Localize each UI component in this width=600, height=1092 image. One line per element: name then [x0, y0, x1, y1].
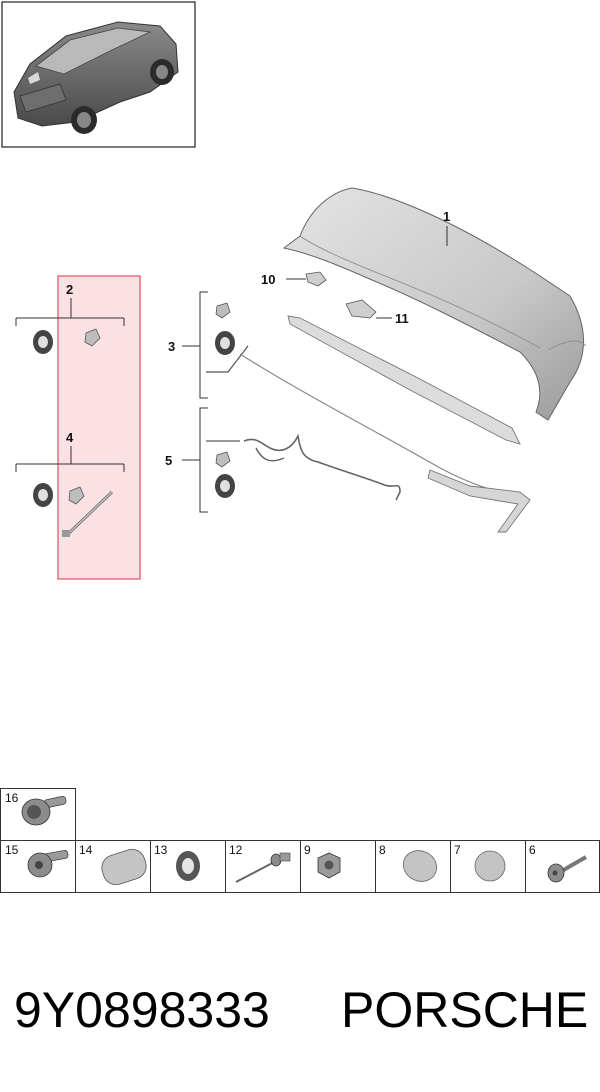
round-plug-icon [474, 850, 506, 882]
callout-2: 2 [66, 282, 73, 297]
grommet-icon [176, 851, 200, 881]
grommet-icon [33, 483, 53, 507]
hose-icon [62, 490, 114, 537]
cell-8-number: 8 [379, 843, 386, 857]
cell-6-number: 6 [529, 843, 536, 857]
oval-cap-icon [101, 848, 147, 886]
callout-10: 10 [261, 272, 275, 287]
seal-strip [287, 315, 521, 445]
callout-5: 5 [165, 453, 172, 468]
grommet-icon [215, 474, 235, 498]
callout-1: 1 [443, 209, 450, 224]
cell-15-number: 15 [5, 843, 19, 857]
screw-icon [547, 855, 587, 883]
callout-4: 4 [66, 430, 74, 445]
callout-3: 3 [168, 339, 175, 354]
cell-16-number: 16 [5, 791, 19, 805]
clip-icon [84, 328, 101, 347]
cell-7-number: 7 [454, 843, 461, 857]
cell-13-number: 13 [154, 843, 168, 857]
part-10-clip [286, 271, 327, 287]
rivet-icon [235, 852, 291, 883]
cell-12-number: 12 [229, 843, 243, 857]
clip-icon [68, 486, 85, 505]
torx-bolt-icon [27, 850, 69, 878]
grommet-icon [33, 330, 53, 354]
cell-14-number: 14 [79, 843, 93, 857]
oval-plug-icon [402, 850, 438, 882]
grommet-icon [215, 331, 235, 355]
cell-9-number: 9 [304, 843, 311, 857]
lower-trim [427, 469, 531, 533]
group-5 [182, 407, 240, 513]
vehicle-thumbnail [1, 1, 196, 148]
brand-label: PORSCHE [341, 982, 589, 1038]
part-11-bracket [345, 299, 392, 319]
group-3 [182, 291, 249, 399]
kit-2-group [15, 298, 125, 354]
clip-icon [215, 302, 231, 319]
flange-bolt-icon [21, 795, 67, 826]
rear-spoiler [282, 187, 587, 421]
parts-grid: 16 15 14 13 12 9 8 7 6 [0, 788, 600, 893]
kit-4-group [15, 446, 125, 537]
hex-nut-icon [317, 852, 341, 879]
callout-11: 11 [395, 311, 409, 326]
clip-icon [215, 451, 231, 468]
wiring-harness [243, 433, 401, 501]
part-number-label: 9Y0898333 [14, 982, 270, 1038]
